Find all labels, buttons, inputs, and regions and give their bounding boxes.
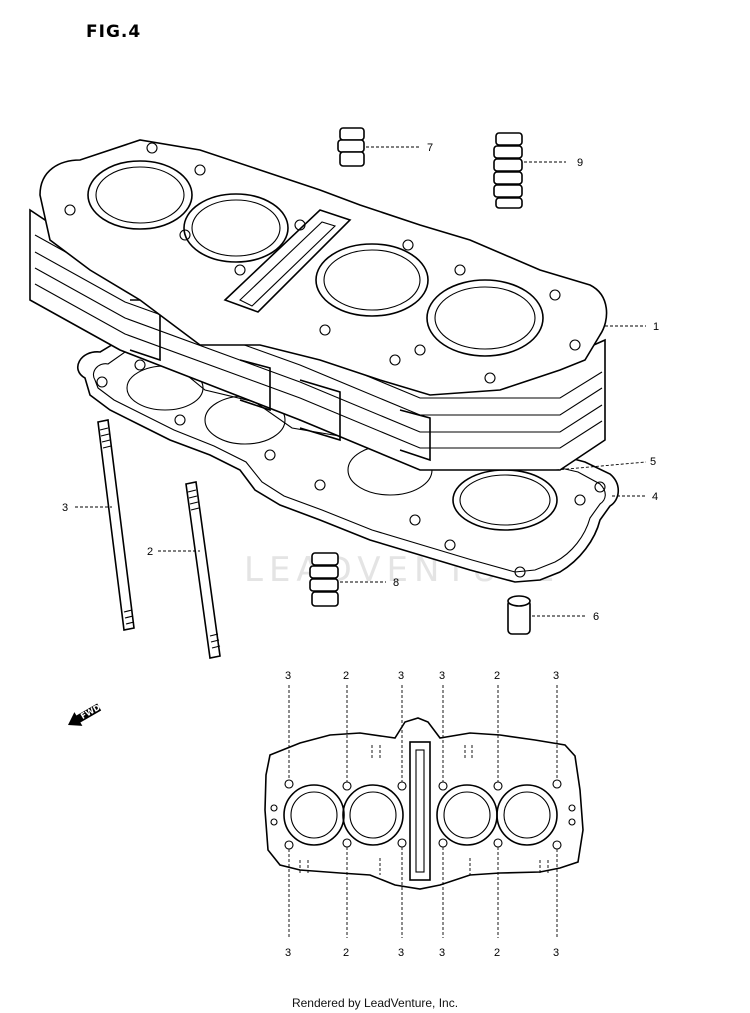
callout-4: 4: [652, 491, 658, 503]
rubber-damper-7: [337, 127, 365, 167]
stud-bolt-long: [97, 419, 135, 631]
callout-7: 7: [427, 142, 433, 154]
bottom-view-bottom-label: 3: [285, 947, 291, 959]
fwd-label: FWD: [79, 703, 102, 721]
bottom-view-bottom-label: 3: [398, 947, 404, 959]
callout-5: 5: [650, 456, 656, 468]
bottom-view-top-label: 3: [398, 670, 404, 682]
o-ring: [452, 469, 558, 531]
bottom-view-bottom-label: 3: [553, 947, 559, 959]
bottom-view-top-label: 3: [439, 670, 445, 682]
rubber-damper-8: [309, 552, 339, 607]
stud-bolt-short: [185, 481, 221, 659]
bottom-view-top-label: 2: [343, 670, 349, 682]
figure-title: FIG.4: [86, 22, 142, 42]
callout-1: 1: [653, 321, 659, 333]
footer-credit: Rendered by LeadVenture, Inc.: [291, 996, 459, 1010]
callout-9: 9: [577, 157, 583, 169]
fwd-arrow-icon: [68, 703, 102, 726]
cylinder-block: [29, 139, 608, 471]
rubber-damper-9: [493, 132, 523, 209]
bottom-view-top-label: 3: [285, 670, 291, 682]
callout-3: 3: [62, 502, 68, 514]
dowel-pin: [507, 595, 531, 635]
bottom-view-bottom-label: 2: [494, 947, 500, 959]
callout-6: 6: [593, 611, 599, 623]
bottom-view-bottom-label: 2: [343, 947, 349, 959]
cylinder-bottom-view: [264, 685, 584, 938]
bottom-view-bottom-label: 3: [439, 947, 445, 959]
bottom-view-top-label: 3: [553, 670, 559, 682]
bottom-view-top-label: 2: [494, 670, 500, 682]
callout-8: 8: [393, 577, 399, 589]
callout-2: 2: [147, 546, 153, 558]
